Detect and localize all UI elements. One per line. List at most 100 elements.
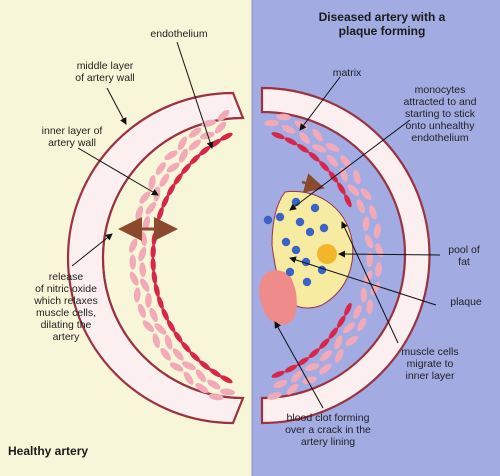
endothelial-cell <box>157 206 164 221</box>
endothelial-cell <box>296 357 309 367</box>
endothelial-cell <box>296 143 309 153</box>
muscle-cell <box>139 191 151 204</box>
muscle-cell <box>345 335 358 347</box>
middle-layer-label: middle layer of artery wall <box>75 60 135 84</box>
muscle-cell <box>299 131 310 145</box>
muscle-cell <box>188 139 201 151</box>
muscle-cell <box>149 307 158 322</box>
muscle-cell <box>375 262 382 277</box>
muscle-cell <box>208 393 224 401</box>
muscle-cell <box>129 238 138 253</box>
endothelial-cell <box>157 295 164 310</box>
diseased-plaque <box>271 190 354 309</box>
endothelial-cell <box>319 338 330 350</box>
muscle-cell <box>195 369 206 383</box>
muscle-cell <box>201 119 217 127</box>
muscle-cell <box>364 234 374 249</box>
monocyte <box>291 245 301 255</box>
endothelium-label: endothelium <box>150 28 208 40</box>
healthy-artery-title: Healthy artery <box>8 444 89 458</box>
muscle-cell <box>334 348 344 363</box>
muscle-cell <box>373 223 381 239</box>
muscle-cell <box>138 246 147 262</box>
muscle-cell <box>152 333 160 349</box>
muscle-cell <box>181 361 196 371</box>
endothelial-cell <box>337 182 346 195</box>
monocyte-movement-arrow <box>301 173 325 193</box>
muscle-cell <box>164 334 173 350</box>
muscle-cell <box>183 371 194 385</box>
muscle-cell <box>370 281 381 296</box>
diseased-artery-title: Diseased artery with a plaque forming <box>318 10 446 38</box>
muscle-cell <box>366 299 374 315</box>
monocyte <box>275 212 285 222</box>
endothelial-cell <box>181 341 191 353</box>
muscle-cell <box>139 262 147 278</box>
muscle-cell <box>140 278 150 292</box>
inner-layer-label: inner layer of artery wall <box>41 125 103 149</box>
muscle-cell <box>264 119 280 127</box>
muscle-cell <box>142 320 155 333</box>
endothelium-leader <box>176 41 214 149</box>
inner-layer-leader <box>77 147 159 196</box>
nitric-oxide-label: release of nitric oxide which relaxes mu… <box>34 271 98 343</box>
monocyte <box>319 223 329 233</box>
endothelial-cell <box>150 244 156 259</box>
muscle-cell <box>340 155 352 168</box>
muscle-cell <box>164 150 178 161</box>
endothelial-cell <box>189 154 201 165</box>
muscle-cell <box>360 188 372 201</box>
muscle-cell <box>325 143 340 152</box>
endothelial-cell <box>173 331 183 343</box>
muscle-cell <box>362 216 370 232</box>
muscle-cell <box>177 136 188 151</box>
matrix-label: matrix <box>332 67 362 79</box>
muscle-cell <box>145 292 152 308</box>
monocytes-label: monocytes attracted to and starting to s… <box>403 84 477 144</box>
muscle-cell <box>169 362 184 372</box>
muscle-cell <box>195 383 209 394</box>
endothelial-cell <box>161 308 169 321</box>
muscle-cell <box>312 128 323 142</box>
muscle-cell <box>326 154 339 167</box>
monocyte <box>305 227 315 237</box>
healthy-muscle-cells <box>129 109 235 401</box>
muscle-cell <box>334 335 343 350</box>
muscle-cell <box>286 383 299 395</box>
endothelial-cell <box>181 163 191 175</box>
muscle-cell <box>145 202 157 215</box>
nitric-oxide-leader <box>71 233 113 267</box>
pool-of-fat-label: pool of fat <box>448 244 480 268</box>
endothelial-cell <box>337 315 346 328</box>
monocyte <box>295 217 305 227</box>
monocyte <box>263 215 273 225</box>
matrix-leader <box>299 76 341 131</box>
muscle-cell <box>353 304 362 319</box>
muscle-cells-label: muscle cells migrate to inner layer <box>401 346 459 382</box>
muscle-cell <box>375 243 384 258</box>
pool-of-fat-leader <box>338 250 441 258</box>
monocyte <box>281 237 291 247</box>
muscle-cell <box>366 252 374 267</box>
muscle-cell <box>267 392 282 400</box>
muscle-cell <box>320 350 332 362</box>
muscle-cell <box>155 161 166 175</box>
muscle-cell <box>304 363 320 371</box>
muscle-cell <box>129 254 137 270</box>
endothelial-cell <box>328 327 339 339</box>
monocyte <box>310 203 320 213</box>
leader-lines <box>71 41 441 409</box>
monocytes-leader <box>289 119 411 211</box>
endothelial-cell <box>166 319 176 333</box>
muscle-cell <box>133 287 141 303</box>
muscle-cell <box>137 303 146 319</box>
muscle-cell <box>207 379 221 390</box>
endothelial-cell <box>198 360 211 371</box>
healthy-wall-inner-layer <box>102 117 244 399</box>
muscle-cell <box>347 184 360 196</box>
muscle-cell <box>360 287 368 303</box>
endothelial-cell <box>150 257 156 272</box>
endothelial-cell <box>219 132 233 141</box>
pool-of-fat-blob <box>317 244 337 264</box>
muscle-cell <box>135 205 144 221</box>
